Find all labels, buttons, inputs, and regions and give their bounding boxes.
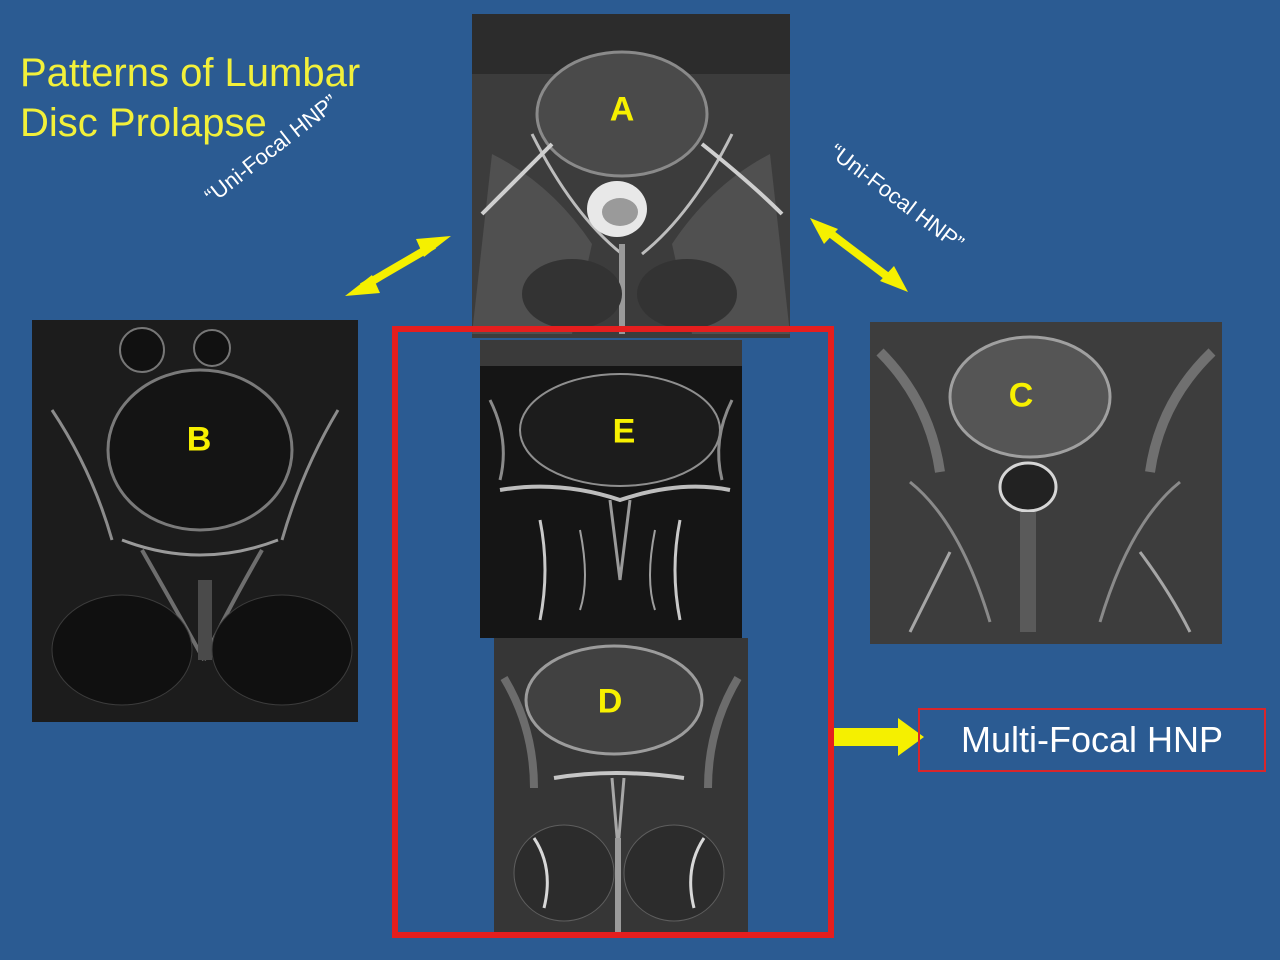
multi-focal-label: Multi-Focal HNP (960, 719, 1224, 760)
multi-focal-arrow (834, 718, 924, 756)
mri-scan-a-image (472, 14, 790, 338)
mri-scan-d-image (494, 638, 748, 932)
mri-scan-b: B (32, 320, 358, 722)
mri-scan-c: C (870, 322, 1222, 644)
mri-scan-e-image (480, 340, 742, 638)
scan-e-label: E (612, 412, 636, 451)
slide-title: Patterns of Lumbar Disc Prolapse (20, 48, 460, 148)
mri-scan-c-image (870, 322, 1222, 644)
scan-a-label: A (609, 90, 635, 129)
right-double-arrow (810, 218, 908, 292)
multi-focal-group-frame (392, 326, 834, 938)
scan-b-label: B (186, 420, 212, 459)
scan-c-label: C (1008, 376, 1034, 415)
multi-focal-label-box: Multi-Focal HNP (918, 708, 1266, 772)
title-line-1: Patterns of Lumbar (20, 51, 361, 95)
scan-d-label: D (597, 682, 623, 721)
left-double-arrow (345, 236, 451, 296)
mri-scan-a: A (472, 14, 790, 338)
mri-scan-b-image (32, 320, 358, 722)
title-line-2: Disc Prolapse (20, 101, 267, 145)
mri-scan-e: E (480, 340, 742, 638)
mri-scan-d: D (494, 638, 748, 932)
